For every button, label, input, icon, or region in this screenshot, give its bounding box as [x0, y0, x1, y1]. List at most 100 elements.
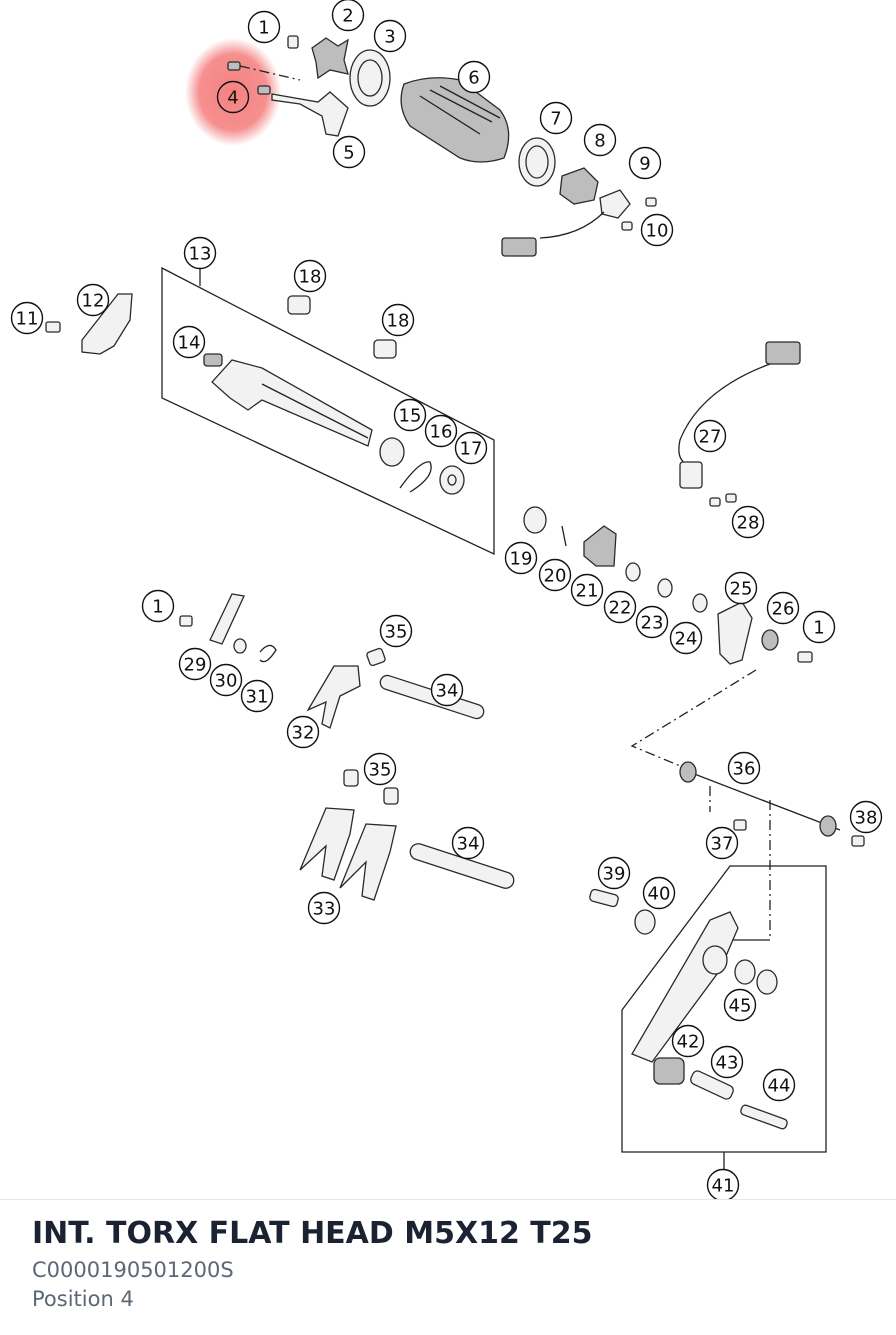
callout-label: 33: [313, 899, 336, 920]
callout-label: 35: [385, 622, 408, 643]
callout-18[interactable]: 18: [293, 259, 327, 293]
callout-39[interactable]: 39: [597, 856, 631, 890]
callout-21[interactable]: 21: [570, 573, 604, 607]
callout-label: 8: [594, 131, 605, 152]
callout-22[interactable]: 22: [603, 590, 637, 624]
diagram-canvas: 1234567891011121314151617181819202122232…: [10, 0, 883, 1202]
callout-label: 25: [730, 579, 753, 600]
callout-label: 37: [711, 834, 734, 855]
callout-8[interactable]: 8: [583, 123, 617, 157]
callout-1[interactable]: 1: [802, 610, 836, 644]
callout-36[interactable]: 36: [727, 751, 761, 785]
callout-1[interactable]: 1: [247, 10, 281, 44]
callout-37[interactable]: 37: [705, 826, 739, 860]
callout-28[interactable]: 28: [731, 505, 765, 539]
callout-18[interactable]: 18: [381, 303, 415, 337]
callout-label: 1: [152, 597, 163, 618]
callout-35[interactable]: 35: [363, 752, 397, 786]
callout-35[interactable]: 35: [379, 614, 413, 648]
callout-9[interactable]: 9: [628, 146, 662, 180]
callout-31[interactable]: 31: [240, 679, 274, 713]
shift-drum-group: [227, 35, 657, 257]
callout-29[interactable]: 29: [178, 647, 212, 681]
callout-34[interactable]: 34: [451, 826, 485, 860]
callout-33[interactable]: 33: [307, 891, 341, 925]
callout-label: 42: [677, 1032, 700, 1053]
callout-17[interactable]: 17: [454, 431, 488, 465]
callout-label: 28: [737, 513, 760, 534]
callout-42[interactable]: 42: [671, 1024, 705, 1058]
callout-34[interactable]: 34: [430, 673, 464, 707]
callout-label: 19: [510, 549, 533, 570]
callout-41[interactable]: 41: [706, 1168, 740, 1202]
callout-label: 22: [609, 598, 632, 619]
bracket-group: [45, 293, 133, 355]
linkage-group: [630, 669, 865, 940]
callout-44[interactable]: 44: [762, 1068, 796, 1102]
callout-12[interactable]: 12: [76, 283, 110, 317]
callout-16[interactable]: 16: [424, 414, 458, 448]
highlight-marker[interactable]: [185, 38, 281, 146]
callout-1[interactable]: 1: [141, 589, 175, 623]
callout-label: 10: [646, 221, 669, 242]
callout-11[interactable]: 11: [10, 301, 44, 335]
callout-label: 35: [369, 760, 392, 781]
callout-25[interactable]: 25: [724, 571, 758, 605]
shift-fork-group: [306, 647, 485, 729]
callout-label: 6: [468, 68, 479, 89]
callout-label: 1: [258, 18, 269, 39]
callout-label: 36: [733, 759, 756, 780]
callout-label: 18: [387, 311, 410, 332]
callout-13[interactable]: 13: [183, 236, 217, 270]
callout-40[interactable]: 40: [642, 876, 676, 910]
callout-label: 12: [82, 291, 105, 312]
callout-label: 4: [227, 88, 238, 109]
callout-6[interactable]: 6: [457, 60, 491, 94]
callout-30[interactable]: 30: [209, 663, 243, 697]
callout-label: 24: [675, 629, 698, 650]
part-title: INT. TORX FLAT HEAD M5X12 T25: [32, 1216, 593, 1251]
callout-label: 32: [292, 723, 315, 744]
callout-label: 16: [430, 422, 453, 443]
callout-23[interactable]: 23: [635, 605, 669, 639]
callout-label: 34: [457, 834, 480, 855]
callout-label: 5: [343, 143, 354, 164]
part-info-panel: INT. TORX FLAT HEAD M5X12 T25 C000019050…: [32, 1212, 872, 1314]
callout-7[interactable]: 7: [539, 101, 573, 135]
shift-pedal-group: [589, 865, 827, 1172]
callout-27[interactable]: 27: [693, 419, 727, 453]
callout-5[interactable]: 5: [332, 135, 366, 169]
callout-15[interactable]: 15: [393, 398, 427, 432]
callout-2[interactable]: 2: [331, 0, 365, 32]
callout-label: 29: [184, 655, 207, 676]
callout-38[interactable]: 38: [849, 800, 883, 834]
callout-14[interactable]: 14: [172, 325, 206, 359]
callout-24[interactable]: 24: [669, 621, 703, 655]
callouts-layer: 1234567891011121314151617181819202122232…: [10, 0, 883, 1202]
callout-label: 40: [648, 884, 671, 905]
callout-32[interactable]: 32: [286, 715, 320, 749]
callout-45[interactable]: 45: [723, 988, 757, 1022]
callout-label: 34: [436, 681, 459, 702]
panel-divider: [0, 1199, 896, 1200]
callout-3[interactable]: 3: [373, 19, 407, 53]
callout-label: 44: [768, 1076, 791, 1097]
callout-10[interactable]: 10: [640, 213, 674, 247]
double-fork-group: [299, 769, 515, 901]
callout-label: 1: [813, 618, 824, 639]
callout-43[interactable]: 43: [710, 1045, 744, 1079]
callout-label: 30: [215, 671, 238, 692]
callout-19[interactable]: 19: [504, 541, 538, 575]
middle-parts-group: [523, 506, 813, 665]
callout-label: 3: [384, 27, 395, 48]
callout-label: 13: [189, 244, 212, 265]
callout-label: 9: [639, 154, 650, 175]
callout-26[interactable]: 26: [766, 591, 800, 625]
callout-label: 39: [603, 864, 626, 885]
callout-label: 43: [716, 1053, 739, 1074]
callout-20[interactable]: 20: [538, 558, 572, 592]
callout-4[interactable]: 4: [216, 80, 250, 114]
callout-label: 11: [16, 309, 39, 330]
callout-label: 45: [729, 996, 752, 1017]
